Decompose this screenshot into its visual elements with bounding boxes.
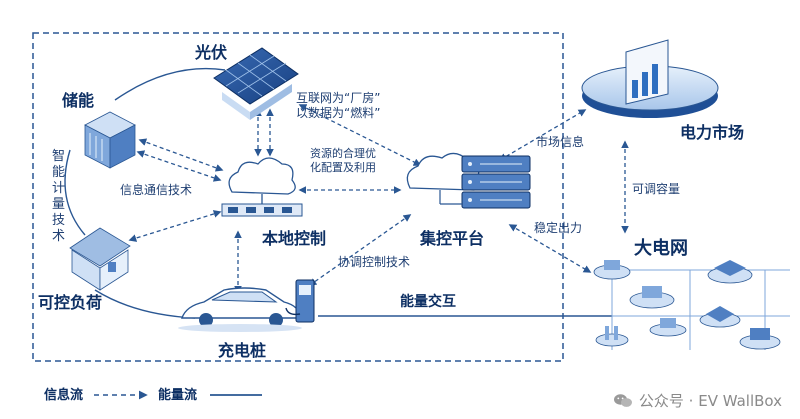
info-flow-platform-charger — [308, 214, 412, 286]
house-icon — [69, 227, 131, 291]
battery-storage-icon — [84, 111, 136, 169]
energy-exchange-label: 能量交互 — [400, 293, 456, 310]
pv-label: 光伏 — [194, 43, 227, 62]
smart-metering-char: 术 — [52, 229, 65, 244]
market-label: 电力市场 — [680, 123, 744, 142]
internet-line1: 互联网为“厂房” — [296, 90, 380, 105]
adjustable-capacity-label: 可调容量 — [632, 181, 680, 196]
info-flow-pv-platform — [298, 104, 422, 166]
info-flow-platform-grid — [508, 224, 592, 273]
server-platform-icon — [406, 152, 531, 209]
solar-panel-icon — [213, 47, 299, 120]
legend-energy-flow-label: 能量流 — [158, 387, 197, 403]
smart-metering-char: 技 — [52, 213, 65, 228]
internet-line2: 以数据为“燃料” — [296, 105, 380, 120]
smart-metering-char: 能 — [52, 165, 65, 180]
load-label: 可控负荷 — [38, 293, 102, 312]
local-control-label: 本地控制 — [262, 229, 326, 248]
resource-line2: 化配置及利用 — [310, 160, 376, 174]
legend-info-flow-label: 信息流 — [44, 387, 83, 403]
info-flow-platform-market — [498, 109, 587, 161]
charger-label: 充电桩 — [218, 341, 266, 360]
info-flow-load-local — [128, 210, 222, 242]
wechat-icon — [613, 393, 632, 407]
storage-label: 储能 — [61, 91, 94, 110]
charging-station-icon — [285, 279, 315, 323]
resource-line1: 资源的合理优 — [310, 146, 376, 160]
smart-metering-char: 智 — [52, 149, 65, 164]
info-flow-storage-local-2 — [136, 150, 222, 182]
power-grid-icon — [593, 260, 790, 350]
info-flow-storage-local — [138, 138, 224, 172]
smart-metering-char: 量 — [52, 197, 65, 212]
energy-curve-left — [64, 149, 86, 236]
market-info-label: 市场信息 — [536, 134, 584, 149]
coord-control-label: 协调控制技术 — [338, 254, 410, 269]
smart-metering-text: 智 能 计 量 技 术 — [52, 149, 65, 244]
smart-metering-char: 计 — [52, 181, 65, 196]
energy-curve-top — [114, 67, 226, 101]
system-boundary — [32, 32, 564, 362]
watermark-text: 公众号 · EV WallBox — [638, 392, 782, 410]
cloud-controller-icon — [221, 157, 303, 217]
info-comm-label: 信息通信技术 — [120, 182, 192, 197]
watermark: 公众号 · EV WallBox — [613, 390, 782, 411]
stable-output-label: 稳定出力 — [534, 220, 582, 235]
platform-label: 集控平台 — [419, 229, 484, 248]
grid-label: 大电网 — [634, 237, 688, 259]
energy-curve-bottom — [94, 289, 196, 319]
legend: 信息流 能量流 — [44, 387, 262, 403]
market-chart-icon — [581, 39, 719, 118]
electric-car-icon — [178, 287, 302, 332]
